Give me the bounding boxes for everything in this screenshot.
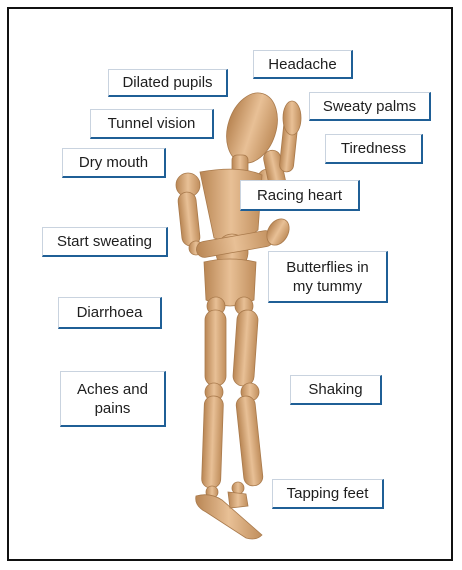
label-racing-heart: Racing heart	[240, 180, 360, 211]
label-aches-and-pains: Aches and pains	[60, 371, 166, 427]
label-shaking: Shaking	[290, 375, 382, 405]
label-sweaty-palms: Sweaty palms	[309, 92, 431, 121]
label-tunnel-vision: Tunnel vision	[90, 109, 214, 139]
label-diarrhoea: Diarrhoea	[58, 297, 162, 329]
label-butterflies-in-my-tummy: Butterflies in my tummy	[268, 251, 388, 303]
label-headache: Headache	[253, 50, 353, 79]
label-tapping-feet: Tapping feet	[272, 479, 384, 509]
label-tiredness: Tiredness	[325, 134, 423, 164]
label-dry-mouth: Dry mouth	[62, 148, 166, 178]
label-dilated-pupils: Dilated pupils	[108, 69, 228, 97]
label-start-sweating: Start sweating	[42, 227, 168, 257]
